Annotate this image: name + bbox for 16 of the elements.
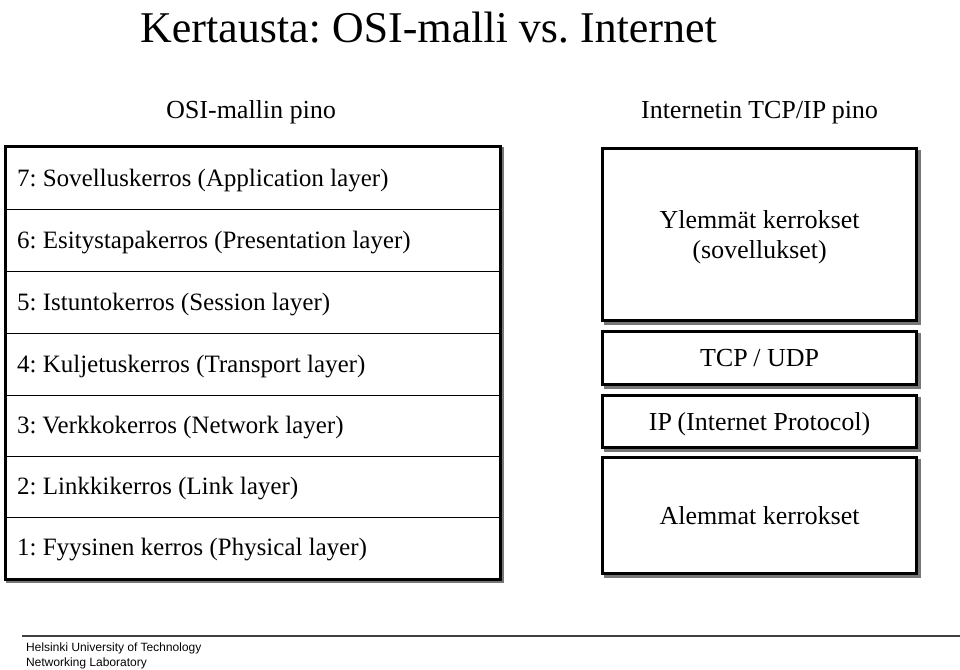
stack-heading: OSI-mallin pino [165,95,337,125]
slide-title: Kertausta: OSI-malli vs. Internet [140,2,717,53]
layer-row: 2: Linkkikerros (Link layer) [7,456,499,517]
layer-row: 3: Verkkokerros (Network layer) [7,395,499,456]
layer-box: Ylemmät kerrokset (sovellukset) [601,147,918,322]
layer-row: 5: Istuntokerros (Session layer) [7,271,499,333]
layer-row: 6: Esitystapakerros (Presentation layer) [7,209,499,271]
layer-box: Alemmat kerrokset [601,456,918,575]
layer-box: TCP / UDP [601,330,918,386]
layer-box: IP (Internet Protocol) [601,394,918,449]
layer-row: 1: Fyysinen kerros (Physical layer) [7,517,499,578]
layer-row: 4: Kuljetuskerros (Transport layer) [7,333,499,395]
footer-text: Networking Laboratory [26,656,148,668]
layer-row: 7: Sovelluskerros (Application layer) [7,148,499,209]
column-heading: Internetin TCP/IP pino [640,97,879,123]
footer-text: Helsinki University of Technology [26,641,202,653]
